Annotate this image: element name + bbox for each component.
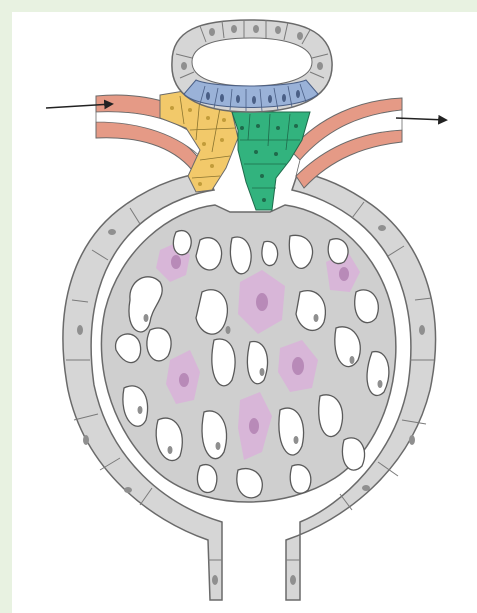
capillary-loop xyxy=(296,291,325,331)
capillary-loop xyxy=(367,352,389,396)
capillary-loop xyxy=(262,241,278,265)
capillary-loop xyxy=(147,328,171,361)
capillary-loop xyxy=(290,465,311,494)
arrow-right-icon xyxy=(396,118,446,120)
capillary-loop xyxy=(328,239,348,264)
capillary-loop xyxy=(196,238,222,270)
capillary-loop xyxy=(342,438,364,470)
capillary-loop xyxy=(173,231,191,255)
capillary-loop xyxy=(212,339,235,386)
distal-tubule xyxy=(172,20,332,112)
capillary-loop xyxy=(196,290,227,334)
extraglomerular-mesangium xyxy=(232,112,310,210)
distal-tubule-lumen xyxy=(192,38,312,86)
lacis-cell-cluster xyxy=(232,112,310,210)
capillary-loop xyxy=(197,465,216,493)
capillary-loop xyxy=(247,342,267,384)
